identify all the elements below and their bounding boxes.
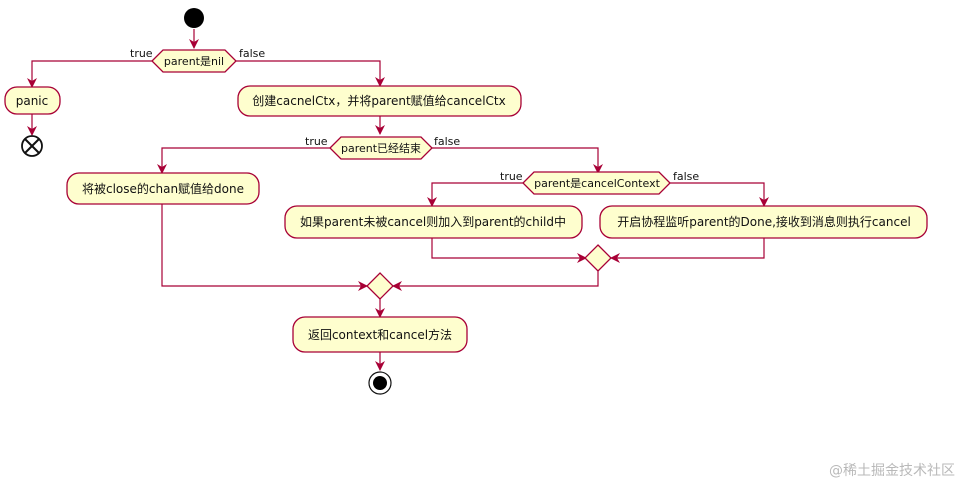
branch-false-label-3: false: [673, 170, 699, 183]
branch-true-label-3: true: [500, 170, 523, 183]
branch-true-label-2: true: [305, 135, 328, 148]
activity-add-child-label: 如果parent未被cancel则加入到parent的child中: [300, 214, 566, 229]
condition-parent-cancel-ctx-label: parent是cancelContext: [534, 177, 660, 190]
merge-node-outer: [366, 272, 394, 300]
decision-parent-cancel-context: parent是cancelContext: [522, 171, 671, 195]
activity-create-cancel-ctx: 创建cacnelCtx，并将parent赋值给cancelCtx: [237, 85, 522, 117]
activity-add-child: 如果parent未被cancel则加入到parent的child中: [284, 205, 583, 239]
edges: [27, 29, 769, 371]
activity-panic-label: panic: [16, 94, 49, 108]
activity-return-ctx: 返回context和cancel方法: [292, 316, 468, 353]
condition-parent-done-label: parent已经结束: [341, 142, 421, 155]
activity-assign-close-chan-label: 将被close的chan赋值给done: [82, 181, 244, 196]
merge-node-inner: [584, 244, 612, 272]
activity-panic: panic: [4, 86, 61, 115]
watermark: @稀土掘金技术社区: [829, 463, 955, 479]
decision-parent-nil: parent是nil: [151, 49, 237, 73]
start-node: [184, 8, 204, 28]
activity-assign-close-chan: 将被close的chan赋值给done: [66, 172, 260, 205]
terminate-node: [21, 135, 43, 157]
branch-false-label-1: false: [239, 47, 265, 60]
branch-true-label-1: true: [130, 47, 153, 60]
activity-create-cancel-ctx-label: 创建cacnelCtx，并将parent赋值给cancelCtx: [252, 93, 505, 108]
decision-parent-done: parent已经结束: [329, 136, 433, 160]
branch-false-label-2: false: [434, 135, 460, 148]
activity-start-goroutine-label: 开启协程监听parent的Done,接收到消息则执行cancel: [617, 214, 911, 229]
end-node: [368, 371, 392, 395]
activity-return-ctx-label: 返回context和cancel方法: [308, 327, 452, 342]
condition-parent-nil-label: parent是nil: [164, 55, 224, 68]
activity-start-goroutine: 开启协程监听parent的Done,接收到消息则执行cancel: [599, 205, 928, 239]
